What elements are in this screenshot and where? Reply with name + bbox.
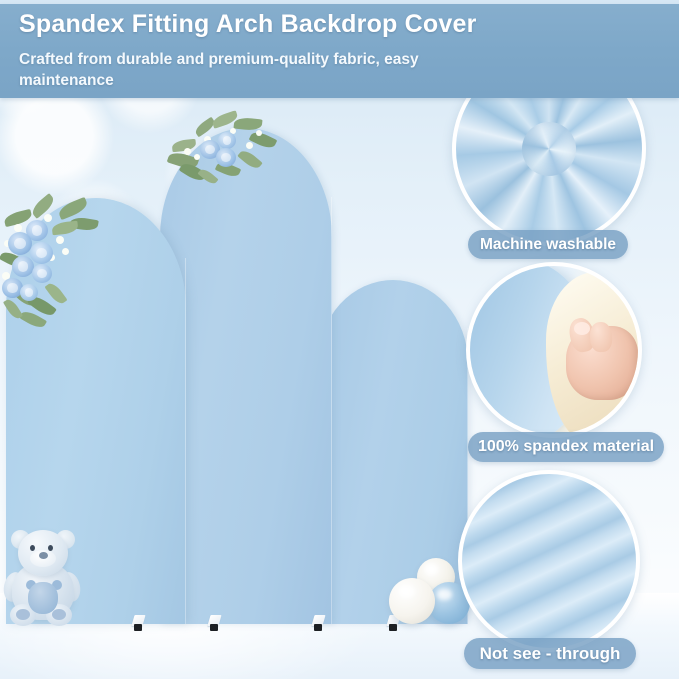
babys-breath (44, 214, 52, 222)
feature-label-pill: Not see - through (464, 638, 636, 669)
blue-rose (32, 264, 52, 283)
arch-seam (185, 257, 186, 624)
cub-ear-left (26, 580, 36, 590)
arch-fabric-cover (160, 128, 332, 624)
babys-breath (246, 142, 253, 149)
babys-breath (14, 224, 22, 232)
header-banner: Spandex Fitting Arch Backdrop Cover Craf… (0, 4, 679, 98)
floral-swag-top (166, 110, 278, 194)
babys-breath (184, 148, 191, 155)
fingernail (574, 322, 590, 335)
teddy-nose (39, 552, 48, 559)
teddy-paw-right (52, 609, 66, 620)
leaf (248, 128, 278, 152)
babys-breath (204, 136, 211, 143)
teddy-holding-cub (28, 582, 58, 614)
feature-callout-spandex-material: 100% spandex material (466, 262, 666, 468)
teddy-eye-left (30, 545, 35, 551)
blue-rose (218, 132, 236, 149)
blue-rose (216, 148, 236, 167)
balloon-cream (389, 578, 435, 624)
babys-breath (2, 272, 10, 280)
blue-rose (200, 140, 220, 159)
folded-fabric-layers-photo (458, 470, 640, 652)
feature-label-pill: Machine washable (468, 230, 628, 259)
floral-swag-left (0, 193, 100, 332)
feature-label-pill: 100% spandex material (468, 432, 664, 462)
blue-rose (20, 284, 38, 301)
stand-foot-pad (314, 624, 322, 631)
stand-foot (131, 615, 146, 631)
feature-label-text: Machine washable (479, 235, 617, 253)
feature-label-text: 100% spandex material (477, 438, 655, 455)
blue-rose (12, 256, 34, 277)
arch-seam (331, 197, 332, 624)
blue-rose (8, 232, 32, 255)
stand-foot (311, 615, 326, 631)
blue-rose (30, 242, 53, 264)
teddy-paw-left (16, 609, 30, 620)
babys-breath (230, 128, 236, 134)
leaf (51, 220, 79, 236)
babys-breath (256, 130, 262, 136)
stand-foot-pad (210, 624, 218, 631)
teddy-eye-right (48, 545, 53, 551)
babys-breath (56, 236, 64, 244)
stand-foot (386, 615, 401, 631)
leaf (29, 193, 57, 219)
blue-rose (26, 220, 48, 241)
babys-breath (62, 248, 69, 255)
swirl-center (522, 122, 576, 176)
arch-panel-tall (160, 128, 332, 624)
hand-stretching-fabric-photo (466, 262, 642, 438)
leaf (56, 196, 90, 221)
feature-callout-not-see-through: Not see - through (458, 470, 648, 674)
banner-title: Spandex Fitting Arch Backdrop Cover (19, 10, 477, 38)
banner-subtitle: Crafted from durable and premium-quality… (19, 51, 419, 89)
stand-foot (207, 615, 222, 631)
blue-rose (2, 278, 23, 298)
babys-breath (4, 240, 11, 247)
cub-ear-right (52, 580, 62, 590)
plush-teddy-bear (1, 524, 86, 632)
stand-foot-pad (134, 624, 142, 631)
leaf (237, 147, 263, 172)
arch-seam (467, 328, 468, 624)
stand-foot-pad (389, 624, 397, 631)
babys-breath (194, 154, 200, 160)
feature-label-text: Not see - through (479, 643, 621, 663)
